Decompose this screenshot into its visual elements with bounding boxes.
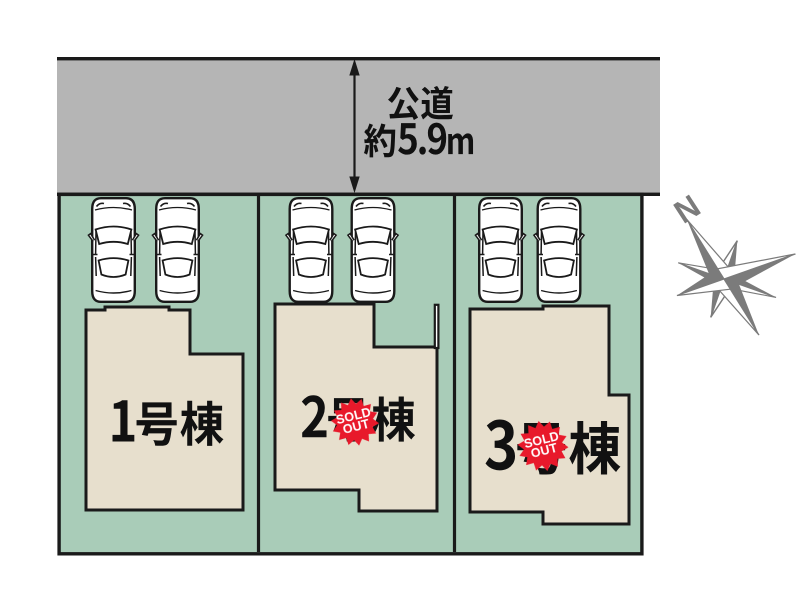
car-icon <box>284 196 338 303</box>
road-surface <box>57 59 660 194</box>
lot-divider-2 <box>452 196 457 552</box>
car-icon <box>87 196 140 303</box>
car-icon <box>151 196 204 303</box>
compass-rose <box>676 219 796 336</box>
lot-divider-1 <box>256 196 261 552</box>
sold-out-starburst <box>330 398 380 446</box>
car-icon <box>532 196 586 303</box>
sold-out-starburst <box>517 420 568 471</box>
house-1-footprint <box>84 305 245 512</box>
road-top-edge <box>57 57 660 61</box>
house-2-wall <box>433 303 440 350</box>
road-width-arrow <box>349 58 360 194</box>
car-icon <box>474 196 527 303</box>
compass-north-glyph <box>673 194 701 224</box>
car-icon <box>346 196 400 303</box>
